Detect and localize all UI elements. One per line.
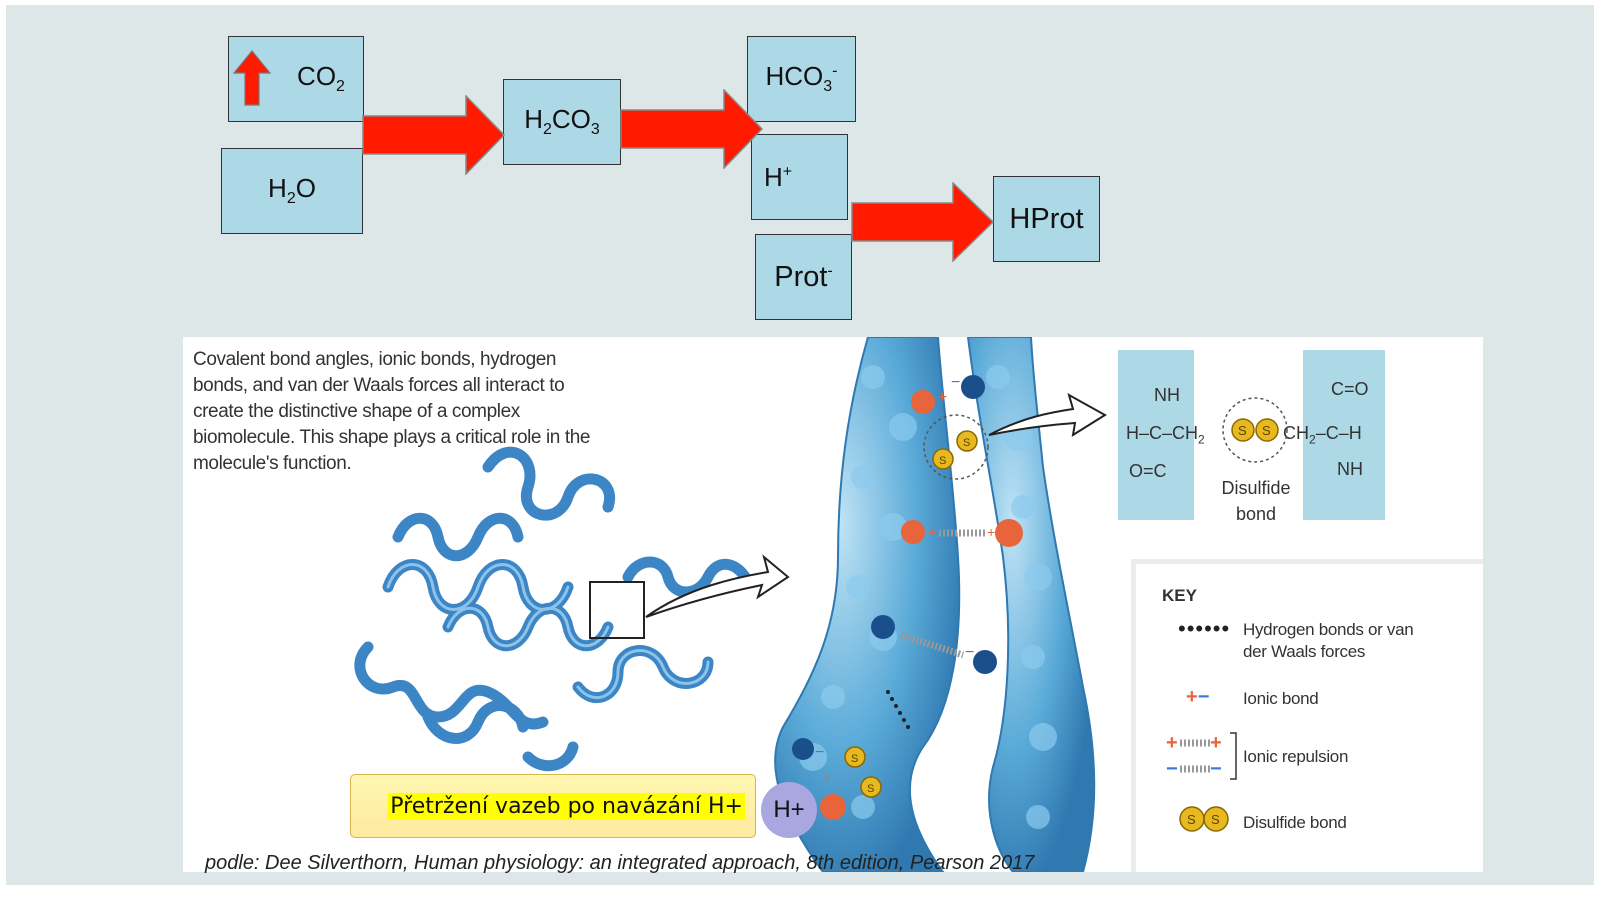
svg-text:+: + — [938, 389, 947, 406]
prot-box: Prot- — [755, 234, 852, 320]
callout-text: Přetržení vazeb po navázání H+ — [388, 792, 745, 820]
ionic-repulsion-icon: + + − − — [1166, 732, 1237, 780]
disulfide-zoom-arrow-icon — [988, 392, 1107, 438]
svg-text:S: S — [1211, 812, 1220, 827]
svg-text:S: S — [867, 783, 874, 795]
key-label-hydrogen: Hydrogen bonds or van der Waals forces — [1243, 620, 1414, 661]
zoom-selection-box — [589, 581, 645, 639]
svg-text:+: + — [987, 524, 995, 540]
svg-text:+: + — [1166, 732, 1178, 754]
chem-left-residue — [1118, 350, 1194, 520]
svg-text:+: + — [823, 769, 831, 785]
hplus-label: H+ — [764, 161, 793, 192]
hprot-box: HProt — [993, 176, 1100, 262]
svg-text:−: − — [965, 644, 974, 661]
disulfide-bond-caption: Disulfide bond — [1221, 478, 1291, 524]
h2o-box: H2O — [221, 148, 363, 234]
co2-label: CO2 — [297, 61, 345, 96]
key-label-ionic: Ionic bond — [1243, 689, 1319, 708]
key-label-disulfide: Disulfide bond — [1243, 813, 1347, 832]
up-arrow-icon — [232, 50, 272, 106]
arrow-to-h2co3 — [362, 95, 506, 175]
citation: podle: Dee Silverthorn, Human physiology… — [205, 852, 1035, 874]
zoom-arrow-icon — [645, 554, 790, 618]
callout-bond-breaking: Přetržení vazeb po navázání H+ — [350, 774, 756, 838]
svg-text:+: + — [1210, 732, 1222, 754]
svg-text:+: + — [928, 524, 936, 540]
figure-description: Covalent bond angles, ionic bonds, hydro… — [193, 349, 591, 474]
svg-text:S: S — [1262, 423, 1271, 438]
hco3-box: HCO3- — [747, 36, 856, 122]
svg-text:−: − — [1166, 758, 1178, 780]
h2co3-box: H2CO3 — [503, 79, 621, 165]
arrow-to-dissociation — [620, 89, 764, 169]
hydrogen-bond-dots-icon: •••••• — [1178, 616, 1231, 641]
chem-right-residue — [1303, 350, 1385, 520]
svg-text:S: S — [1187, 812, 1196, 827]
svg-text:−: − — [951, 374, 960, 391]
prot-label: Prot- — [774, 260, 833, 293]
h2co3-label: H2CO3 — [524, 104, 600, 139]
legend-key: KEY •••••• Hydrogen bonds or van der Waa… — [1131, 559, 1483, 872]
svg-text:−: − — [1210, 758, 1222, 780]
svg-text:S: S — [939, 455, 946, 467]
hplus-bubble: H+ — [761, 782, 817, 838]
hprot-label: HProt — [1009, 202, 1084, 235]
key-title: KEY — [1162, 586, 1197, 605]
disulfide-bond-icon: S S — [1222, 397, 1288, 463]
hco3-label: HCO3- — [765, 61, 838, 96]
hplus-box: H+ — [751, 134, 848, 220]
svg-text:S: S — [963, 437, 970, 449]
protein-figure-panel: Covalent bond angles, ionic bonds, hydro… — [183, 337, 1483, 872]
chem-left-oc: O=C — [1129, 461, 1167, 481]
key-label-ionic-repulsion: Ionic repulsion — [1243, 747, 1349, 766]
svg-text:−: − — [815, 744, 824, 761]
h2o-label: H2O — [268, 173, 316, 208]
molecular-surface-illustration: + − + + − − + S S S S — [774, 337, 1107, 872]
chem-right-ch: CH2–C–H — [1283, 423, 1362, 447]
chem-left-hc: H–C–CH2 — [1126, 423, 1205, 447]
protein-ribbon-illustration — [354, 446, 790, 772]
chem-right-nh: NH — [1337, 459, 1363, 479]
svg-text:S: S — [1238, 423, 1247, 438]
svg-text:S: S — [851, 753, 858, 765]
chem-right-co: C=O — [1331, 379, 1369, 399]
arrow-to-hprot — [851, 182, 995, 262]
ionic-bond-icon: +− — [1186, 686, 1210, 708]
disulfide-key-icon: S S — [1179, 806, 1229, 832]
chem-left-nh: NH — [1154, 385, 1180, 405]
